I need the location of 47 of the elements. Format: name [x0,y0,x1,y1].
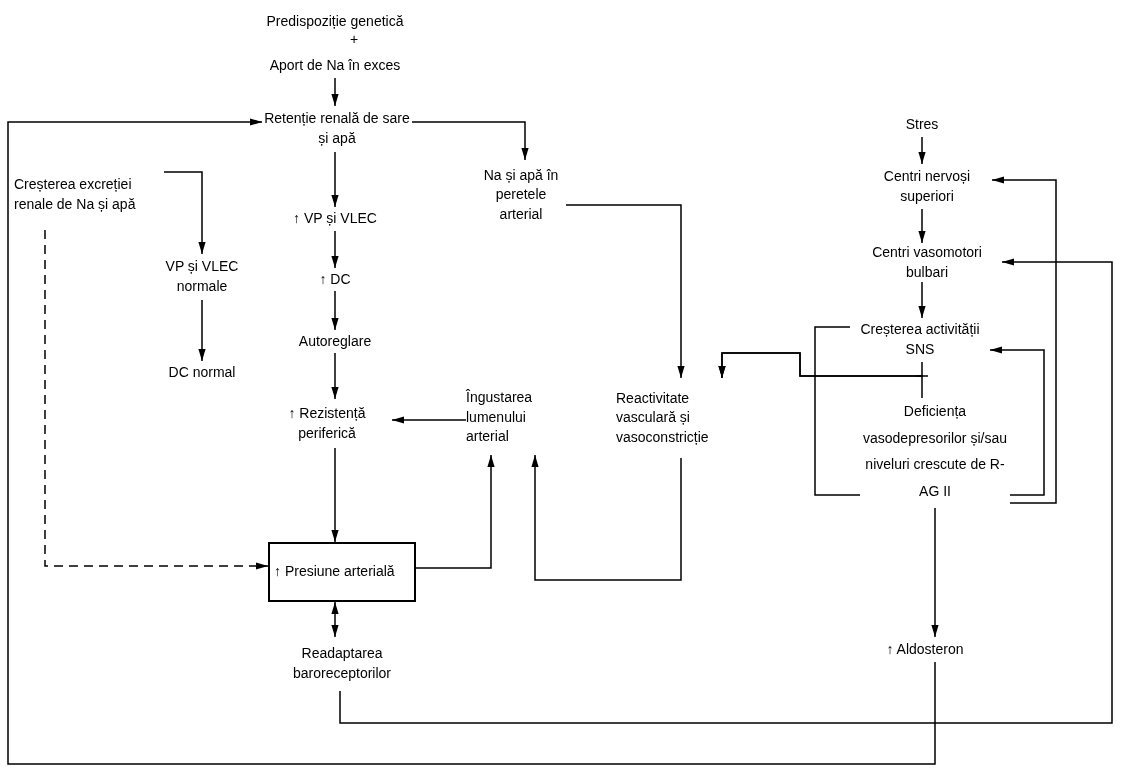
node-label: ↑ Presiune arterială [274,562,395,582]
arrow [339,258,1113,724]
node-text: Creșterea activității SNS [850,318,990,362]
arrow [331,77,339,107]
arrow [331,352,339,400]
node-text: Deficiența vasodepresorilor și/sau niveluri crescute de R-AG II [860,398,1010,508]
node-text: ↑ Aldosteron [862,637,988,662]
arrow [415,454,495,569]
arrow [198,299,206,362]
node-text: ↑ VP și VLEC [262,207,408,231]
dashed-arrow [44,229,269,570]
node-text: Reactivitate vasculară și vasoconstricție [616,378,746,458]
node-text: Centri vasomotori bulbari [852,243,1002,282]
plus-sign: + [350,32,359,46]
arrow [331,151,339,208]
node-text: Predispoziție genetică [240,10,430,34]
arrow [7,118,936,765]
node-text: Retenție renală de sare și apă [262,106,412,152]
arrow [918,136,926,165]
node-text: ↑ DC [305,268,365,291]
node-text: Centri nervoși superiori [862,164,992,209]
node-text: Aport de Na în exces [245,54,425,78]
arrow [989,346,1045,496]
arrow [918,208,926,244]
node-text: Readaptarea baroreceptorilor [262,637,422,691]
node-text: Stres [900,113,944,137]
arrow [163,171,206,255]
node-text: Îngustarea lumenului arterial [466,380,566,455]
process-box [268,542,416,602]
arrow [331,290,339,331]
node-text: DC normal [140,361,264,385]
arrow [331,601,339,638]
node-text: Creșterea excreției renale de Na și apă [14,160,164,230]
arrow [565,204,685,379]
arrow [718,352,923,399]
node-text: Na și apă în peretele arterial [476,160,566,230]
arrow [931,507,939,638]
arrow [331,447,339,543]
arrow [391,416,467,424]
arrow [918,281,926,319]
node-text: ↑ Rezistență periferică [262,399,392,448]
arrow [331,230,339,269]
node-text: Autoreglare [280,330,390,353]
arrow [411,121,529,161]
node-text: VP și VLEC normale [140,254,264,300]
arrow [991,176,1057,504]
arrow [531,454,682,581]
